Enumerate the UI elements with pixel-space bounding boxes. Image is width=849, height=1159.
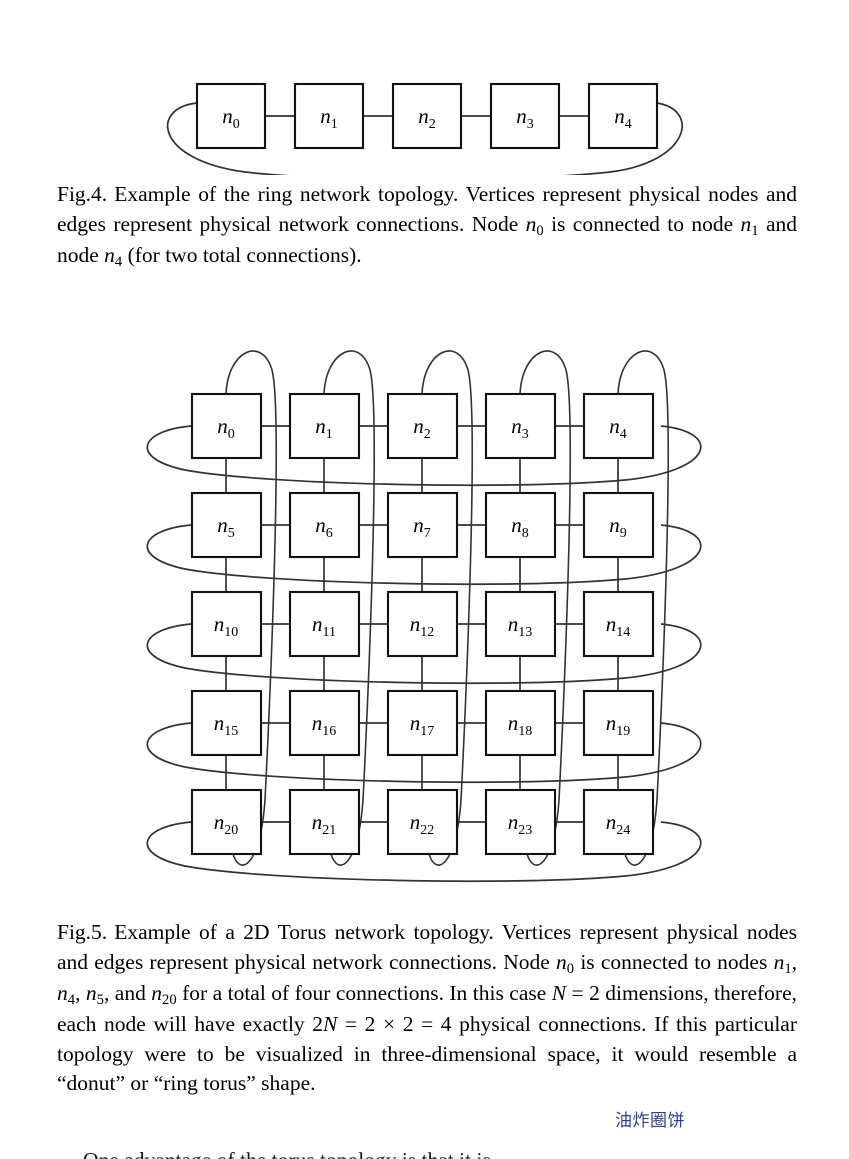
ring-node-2: n2	[391, 82, 463, 150]
caption-fig5-label: Fig.5.	[57, 920, 108, 944]
ring-node-4: n4	[587, 82, 659, 150]
torus-node-6: n6	[288, 491, 361, 559]
caption-fig5-eq2-rest: = 2 × 2 = 4 physical connections. If thi…	[57, 1012, 798, 1096]
torus-node-12: n12	[386, 590, 459, 658]
torus-node-0: n0	[190, 392, 263, 460]
torus-node-24: n24	[582, 788, 655, 856]
figure-ring-topology: n0 n1 n2 n3 n4	[0, 30, 849, 175]
caption-fig4-label: Fig.4.	[57, 182, 108, 206]
torus-node-7: n7	[386, 491, 459, 559]
ring-node-1: n1	[293, 82, 365, 150]
cjk-annotation-donut: 油炸圈饼	[615, 1111, 685, 1131]
torus-node-13: n13	[484, 590, 557, 658]
caption-fig5-text-2: is connected to nodes	[574, 949, 774, 974]
torus-node-17: n17	[386, 689, 459, 757]
torus-row-wraparound-edges	[146, 425, 702, 883]
torus-node-9: n9	[582, 491, 655, 559]
torus-node-18: n18	[484, 689, 557, 757]
caption-fig5-text-1: Example of a 2D Torus network topology. …	[57, 920, 797, 974]
torus-node-5: n5	[190, 491, 263, 559]
torus-topology-svg: n0 n1 n2 n3 n4 n5 n6 n7 n8 n9 n10 n11 n1…	[146, 350, 702, 883]
torus-node-1: n1	[288, 392, 361, 460]
torus-node-2: n2	[386, 392, 459, 460]
caption-fig4-text-3: and node	[57, 211, 797, 267]
caption-fig5-node-b: n1	[773, 949, 792, 977]
ring-topology-svg: n0 n1 n2 n3 n4	[166, 82, 683, 175]
torus-row-wrap-0	[146, 425, 702, 487]
torus-node-11: n11	[288, 590, 361, 658]
caption-fig5-sep-2: ,	[75, 980, 86, 1005]
caption-fig5-sep-1: ,	[791, 949, 797, 974]
torus-node-21-label: n21	[312, 810, 337, 838]
caption-fig5-node-d: n5	[85, 980, 104, 1008]
caption-fig4-node-b: n1	[740, 211, 759, 239]
torus-node-19: n19	[582, 689, 655, 757]
caption-fig5-eq2-var: N	[323, 1012, 338, 1037]
torus-node-23: n23	[484, 788, 557, 856]
torus-horizontal-edges	[261, 425, 584, 823]
figure-torus-topology: n0 n1 n2 n3 n4 n5 n6 n7 n8 n9 n10 n11 n1…	[0, 330, 849, 905]
caption-fig4-text-4: (for two total connections).	[122, 242, 362, 267]
torus-node-4: n4	[582, 392, 655, 460]
torus-row-wrap-1	[146, 524, 702, 586]
torus-vertical-edges	[225, 458, 619, 790]
torus-node-3: n3	[484, 392, 557, 460]
caption-fig4-node-a: n0	[525, 211, 544, 239]
torus-node-21: n21	[288, 788, 361, 856]
torus-node-20: n20	[190, 788, 263, 856]
torus-node-15: n15	[190, 689, 263, 757]
caption-figure-5: Fig.5.Example of a 2D Torus network topo…	[57, 918, 797, 1099]
torus-row-wrap-4	[146, 821, 702, 883]
torus-node-22: n22	[386, 788, 459, 856]
ring-node-3: n3	[489, 82, 561, 150]
torus-row-wrap-2	[146, 623, 702, 685]
ring-node-0: n0	[195, 82, 267, 150]
ring-wraparound-edge	[166, 102, 683, 175]
torus-row-wrap-3	[146, 722, 702, 784]
caption-fig5-eq1-var: N	[551, 980, 567, 1005]
torus-node-16: n16	[288, 689, 361, 757]
caption-figure-4: Fig.4.Example of the ring network topolo…	[57, 180, 797, 272]
caption-fig4-node-c: n4	[104, 242, 123, 270]
torus-node-10: n10	[190, 590, 263, 658]
caption-fig4-text-1: Example of the ring network topology. Ve…	[57, 182, 797, 236]
caption-fig5-sep-3: , and	[103, 980, 152, 1005]
caption-fig5-node-e: n20	[151, 980, 177, 1008]
torus-node-8: n8	[484, 491, 557, 559]
caption-fig4-text-2: is connected to node	[543, 211, 741, 236]
caption-fig5-eq1-rest: = 2 dimensions, therefore, each node wil…	[57, 980, 798, 1037]
caption-fig5-text-3: for a total of four connections. In this…	[176, 980, 552, 1005]
clipped-next-paragraph-line: One advantage of the torus topology is t…	[57, 1146, 797, 1159]
caption-fig5-node-a: n0	[556, 949, 575, 977]
caption-fig5-node-c: n4	[57, 980, 76, 1008]
torus-node-14: n14	[582, 590, 655, 658]
